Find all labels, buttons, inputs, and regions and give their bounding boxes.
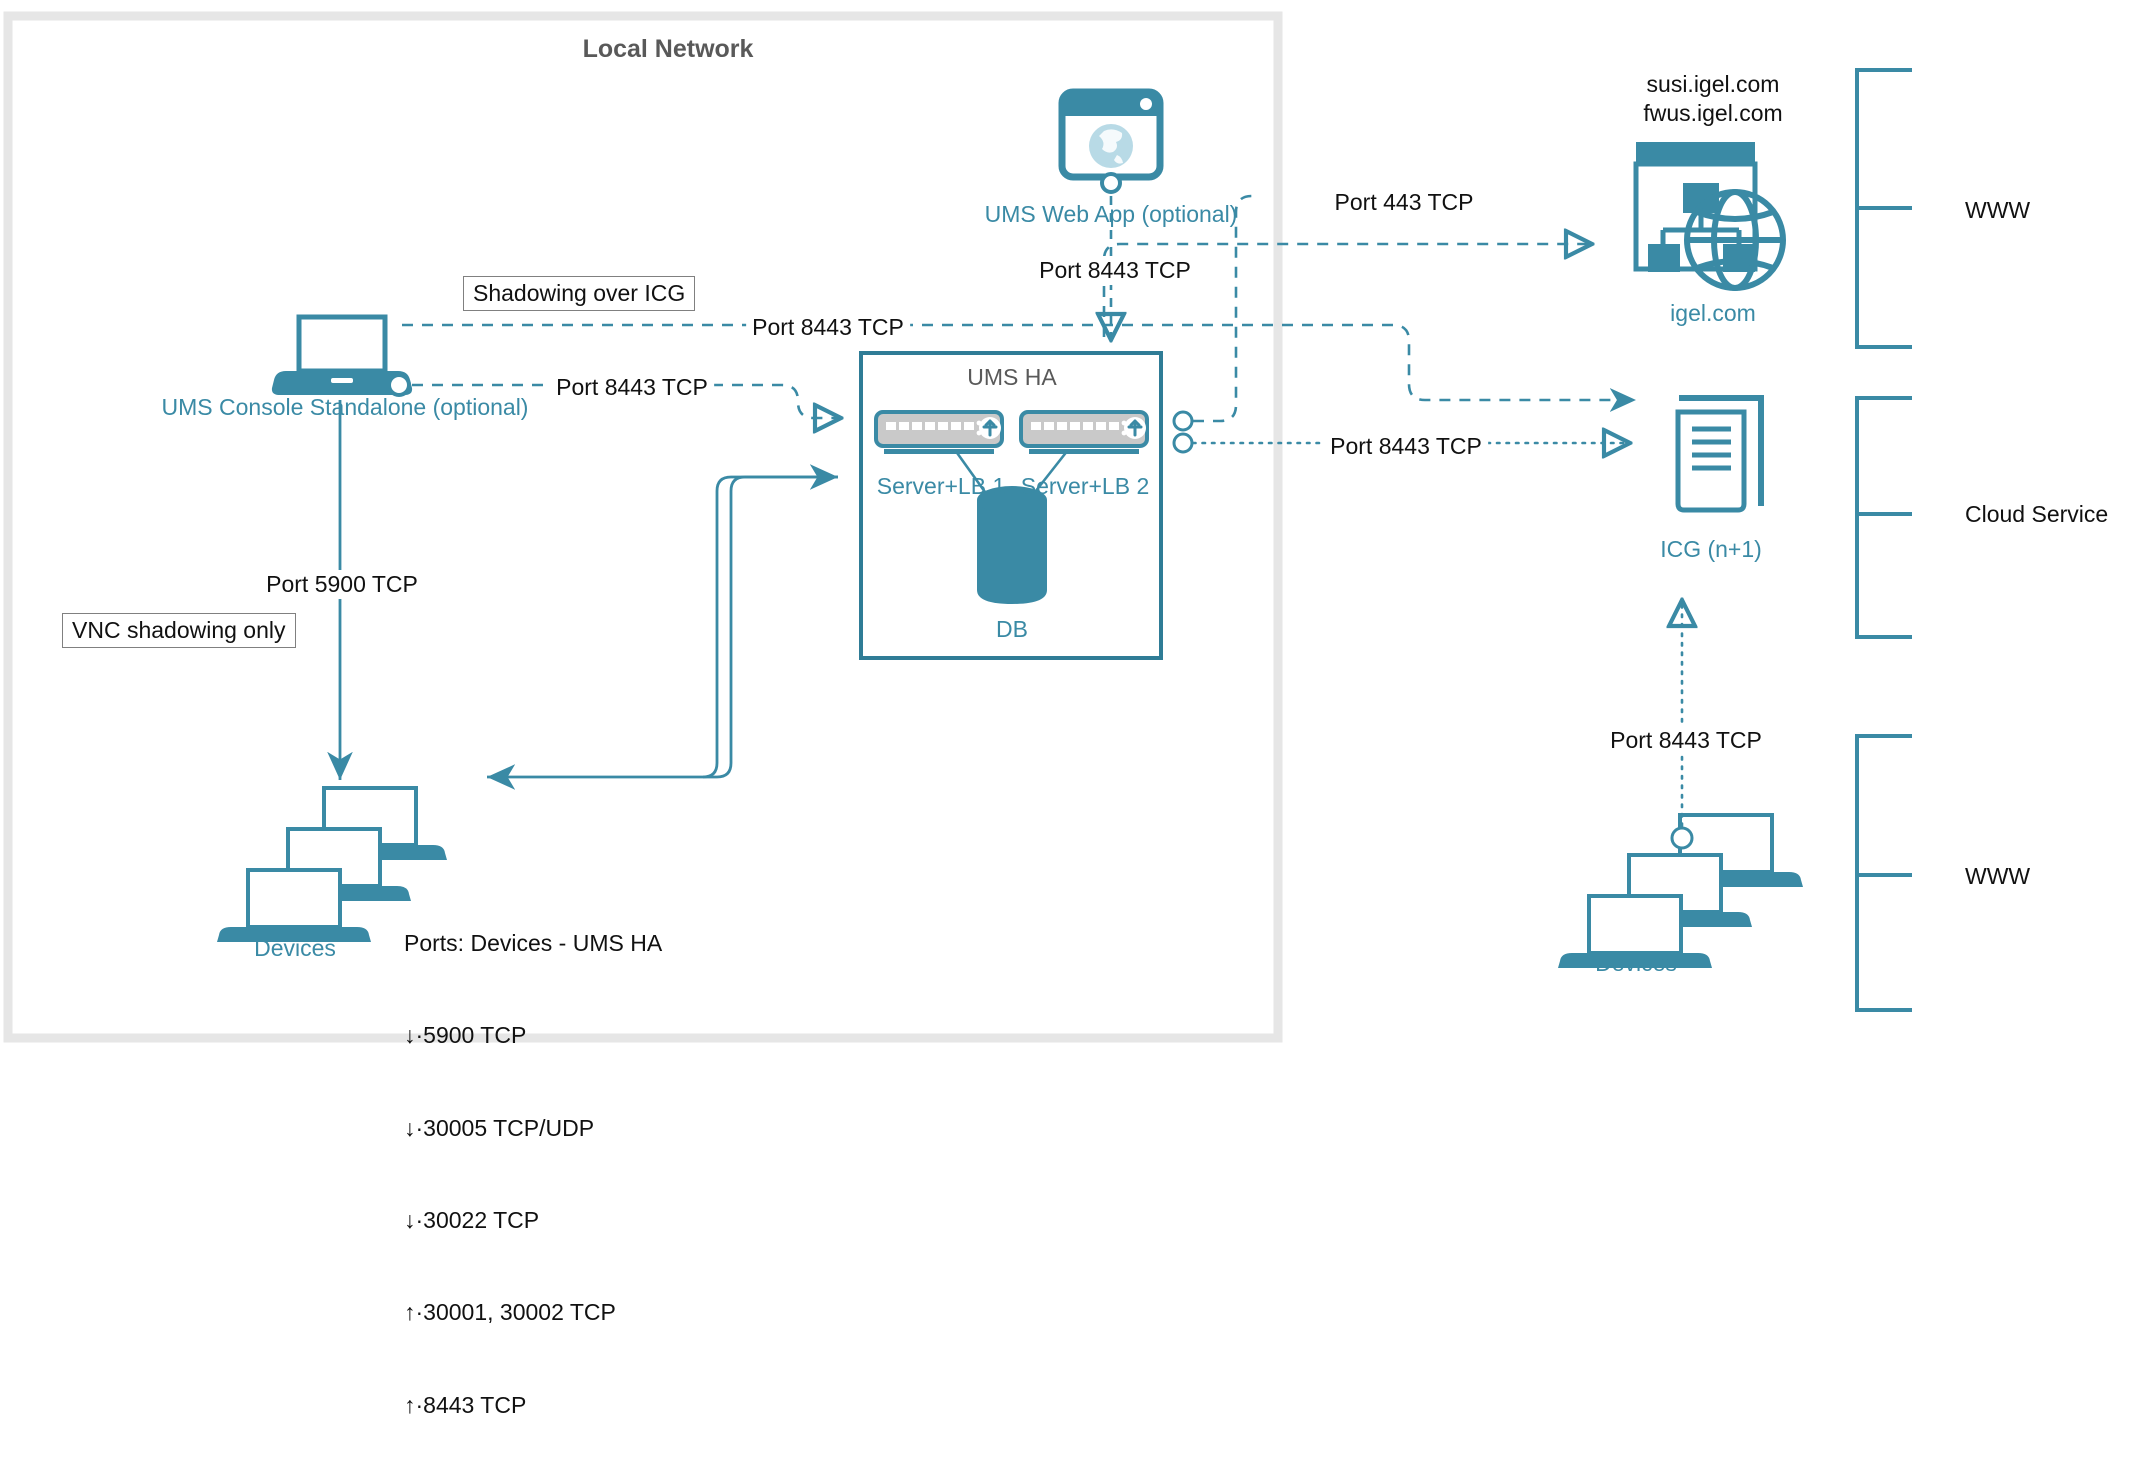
edge-ha-to-devices bbox=[487, 475, 838, 790]
icg-server-tower-icon bbox=[1675, 395, 1764, 513]
server-lb-1-label: Server+LB 1 bbox=[876, 473, 1006, 499]
edge-devices-to-ha bbox=[703, 464, 838, 779]
bracket-www-top-label: WWW bbox=[1965, 197, 2031, 223]
ports-block-line-1: ↓·5900 TCP bbox=[404, 1022, 527, 1049]
note-shadowing-over-icg: Shadowing over ICG bbox=[463, 276, 696, 311]
igel-cloud-label: igel.com bbox=[1670, 300, 1756, 326]
edge-label-webapp-to-igel: Port 443 TCP bbox=[1328, 188, 1480, 218]
local-network-zone-border bbox=[3, 11, 1283, 1043]
edge-webapp-to-igel bbox=[1102, 244, 1592, 337]
bracket-cloud-service bbox=[1855, 396, 1912, 639]
ums-ha-title: UMS HA bbox=[967, 364, 1057, 390]
edge-label-webapp-to-ha: Port 8443 TCP bbox=[1033, 256, 1197, 286]
edge-label-console-to-ha: Port 8443 TCP bbox=[550, 373, 714, 403]
server-lb-2-icon bbox=[1019, 410, 1149, 493]
bracket-cloud-service-label: Cloud Service bbox=[1965, 501, 2109, 527]
diagram-canvas: Local Network UMS Web App (optional) UMS… bbox=[3, 11, 2109, 1418]
icg-label: ICG (n+1) bbox=[1660, 536, 1762, 562]
ports-block-line-4: ↑·30001, 30002 TCP bbox=[404, 1299, 616, 1326]
ports-block-line-2: ↓·30005 TCP/UDP bbox=[404, 1114, 595, 1141]
network-diagram-svg bbox=[3, 11, 1912, 1043]
ums-console-label: UMS Console Standalone (optional) bbox=[161, 394, 529, 420]
ha-port-circle-bottom bbox=[1172, 432, 1194, 454]
server-lb-1-icon bbox=[874, 410, 1004, 493]
note-vnc-shadowing-only: VNC shadowing only bbox=[62, 613, 296, 648]
edge-label-ha-to-icg: Port 8443 TCP bbox=[1324, 432, 1488, 462]
ums-ha-box bbox=[859, 351, 1163, 660]
ums-console-laptop-icon bbox=[271, 314, 413, 397]
server-lb-2-label: Server+LB 2 bbox=[1020, 473, 1150, 499]
ha-port-circle-top bbox=[1172, 410, 1194, 432]
devices-local-label: Devices bbox=[254, 935, 336, 961]
ports-block-line-5: ↑·8443 TCP bbox=[404, 1391, 527, 1418]
ports-devices-ums-ha-block: Ports: Devices - UMS HA ↓·5900 TCP ↓·300… bbox=[404, 866, 662, 1482]
ums-web-app-label: UMS Web App (optional) bbox=[984, 201, 1238, 227]
database-cylinder-icon bbox=[977, 486, 1047, 604]
igel-cloud-icon bbox=[1633, 142, 1786, 291]
edge-label-console-shadow-icg: Port 8443 TCP bbox=[746, 313, 910, 343]
igel-host-1: susi.igel.com bbox=[1646, 71, 1780, 97]
igel-host-2: fwus.igel.com bbox=[1643, 100, 1783, 126]
devices-remote-icon bbox=[1558, 813, 1803, 968]
db-label: DB bbox=[996, 616, 1028, 642]
ports-block-line-3: ↓·30022 TCP bbox=[404, 1206, 540, 1233]
ports-block-title: Ports: Devices - UMS HA bbox=[404, 929, 663, 956]
edge-label-console-to-devices: Port 5900 TCP bbox=[260, 570, 424, 600]
devices-local-icon bbox=[217, 786, 447, 942]
devices-remote-label: Devices bbox=[1595, 950, 1677, 976]
edge-ha-to-shadowing-run bbox=[1193, 194, 1260, 423]
edge-label-devices-remote-to-icg: Port 8443 TCP bbox=[1604, 726, 1768, 756]
local-network-title: Local Network bbox=[582, 35, 754, 63]
ums-web-app-icon bbox=[1058, 88, 1164, 194]
bracket-www-bottom-label: WWW bbox=[1965, 863, 2031, 889]
